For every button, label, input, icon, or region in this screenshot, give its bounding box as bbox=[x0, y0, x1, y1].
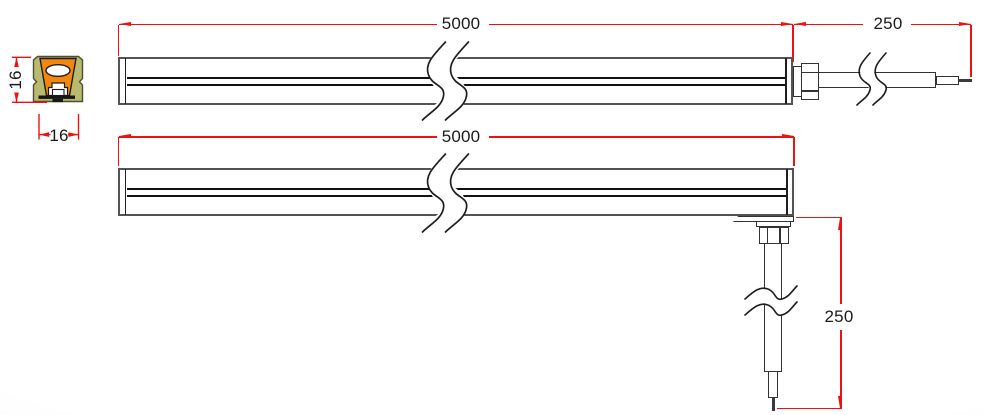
dimension-arrow-up bbox=[838, 218, 842, 230]
cable-ferrule bbox=[768, 370, 778, 398]
length-dimension-line bbox=[489, 23, 793, 26]
end-cap-line bbox=[124, 58, 127, 104]
extension-line bbox=[796, 217, 842, 219]
bottom-stub bbox=[52, 98, 63, 103]
dimension-arrow-left bbox=[119, 134, 131, 139]
end-cap-line bbox=[785, 169, 788, 215]
cable-gland-nut bbox=[759, 226, 789, 244]
emitter-dome bbox=[45, 63, 71, 77]
extension-line bbox=[792, 25, 794, 62]
dimension-arrow-down bbox=[14, 92, 19, 103]
lead-dimension-line bbox=[840, 218, 842, 304]
cross-section-view bbox=[12, 55, 84, 140]
end-cap-line bbox=[784, 58, 787, 104]
cable-wire-tip bbox=[771, 396, 775, 411]
dimension-arrow-down bbox=[838, 396, 842, 409]
cable-break-symbol bbox=[856, 46, 888, 112]
length-dimension-line bbox=[119, 23, 437, 26]
length-dimension-line bbox=[119, 136, 437, 138]
break-symbol bbox=[421, 31, 470, 131]
cross-section-width-label: 16 bbox=[49, 126, 69, 145]
dimension-arrow-left bbox=[794, 21, 806, 26]
lead-dimension-line bbox=[794, 23, 863, 26]
cable-gland-nut bbox=[801, 63, 819, 100]
extension-line bbox=[777, 407, 842, 409]
length-dimension-line bbox=[489, 136, 794, 138]
bottom-contact-bar bbox=[38, 95, 75, 99]
cable-wire-tip bbox=[958, 79, 972, 82]
lead-dimension-line bbox=[840, 330, 842, 408]
dimension-arrow-left bbox=[39, 132, 49, 137]
dimension-arrow-right bbox=[959, 21, 971, 26]
extension-line bbox=[118, 137, 120, 166]
break-symbol bbox=[421, 143, 470, 243]
side-view-lead-label: 250 bbox=[873, 14, 903, 33]
extension-line bbox=[793, 137, 795, 166]
extension-line bbox=[118, 25, 120, 56]
side-view-length-label: 5000 bbox=[441, 14, 481, 33]
dimension-arrow-left bbox=[119, 21, 131, 26]
cable-ferrule bbox=[936, 75, 959, 85]
dimension-arrow-right bbox=[68, 132, 79, 137]
dimension-arrow-up bbox=[14, 57, 19, 67]
dimension-arrow-right bbox=[781, 21, 793, 26]
extension-line bbox=[970, 25, 972, 77]
cable-break-symbol bbox=[738, 285, 804, 317]
bottom-view-length-label: 5000 bbox=[441, 126, 481, 146]
cross-section-height-label: 16 bbox=[6, 70, 25, 90]
lead-dimension-line bbox=[911, 23, 971, 26]
end-cap-line bbox=[124, 169, 127, 215]
pcb-inner-slot bbox=[51, 88, 65, 97]
bottom-view-lead-label: 250 bbox=[824, 307, 854, 326]
dimension-arrow-right bbox=[782, 134, 794, 139]
